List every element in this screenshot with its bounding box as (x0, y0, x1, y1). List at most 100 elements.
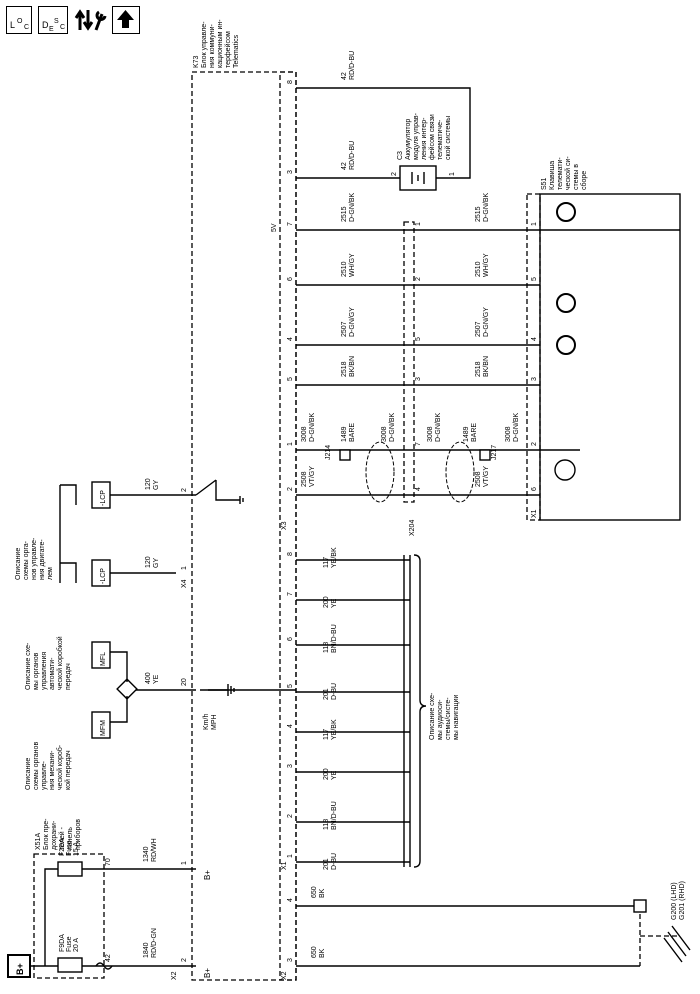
svg-text:RD/D-GN: RD/D-GN (151, 928, 158, 958)
svg-text:2510: 2510 (341, 261, 348, 277)
telematics-button-icon (556, 202, 576, 222)
lcp-box-2 (91, 559, 111, 587)
svg-text:120: 120 (145, 556, 152, 568)
svg-text:3008: 3008 (427, 426, 434, 442)
x1-pin-1: 1 (287, 854, 294, 858)
svg-text:15 A: 15 A (73, 842, 80, 856)
location-sub-label-2: C (24, 24, 30, 31)
x204-pin-7: 7 (415, 442, 422, 446)
wire-650-a-label: 650 BK (311, 946, 326, 958)
svg-text:1340: 1340 (143, 846, 150, 862)
x204-pin-1: 1 (415, 222, 422, 226)
x3-pin-7: 7 (287, 222, 294, 226)
onstar-button-icon (556, 293, 576, 313)
connector-x2r-label: X2 (281, 971, 288, 980)
svg-text:S51: S51 (541, 177, 548, 190)
engine-ref-label: Описание схемы орга- нов управле- ния дв… (15, 537, 54, 580)
bplus-pin-1: B+ (203, 968, 212, 978)
svg-text:YE: YE (331, 598, 338, 608)
svg-text:3008: 3008 (301, 426, 308, 442)
svg-text:3008: 3008 (505, 426, 512, 442)
svg-text:VT/GY: VT/GY (309, 466, 316, 487)
x3-pin-2: 2 (287, 487, 294, 491)
j217-label: J217 (491, 445, 498, 460)
svg-text:управле-: управле- (41, 760, 48, 790)
svg-text:телей -: телей - (58, 826, 66, 850)
x1-pin-2: 2 (287, 814, 294, 818)
svg-text:панель: панель (67, 827, 74, 850)
x204-pin-3: 3 (415, 377, 422, 381)
svg-text:BARE: BARE (349, 423, 356, 442)
svg-text:BN/D-BU: BN/D-BU (331, 624, 338, 653)
svg-text:модуля управ-: модуля управ- (413, 112, 420, 160)
svg-text:дохрани-: дохрани- (51, 820, 58, 850)
wire-650-b-label: 650 BK (311, 886, 326, 898)
svg-text:2507: 2507 (341, 321, 348, 337)
svg-text:BARE: BARE (471, 423, 478, 442)
wire-break-1 (95, 962, 113, 970)
description-button[interactable]: D E S C (38, 6, 68, 34)
svg-text:BK: BK (319, 888, 326, 898)
x51a-fuse-block-outline (33, 853, 105, 979)
mfl-label: MFL (100, 652, 107, 666)
wrench-arrows-icon[interactable] (74, 6, 108, 34)
speed-ground-icon (200, 684, 235, 696)
svg-text:D-BU: D-BU (331, 853, 338, 870)
svg-text:VT/GY: VT/GY (483, 466, 490, 487)
svg-text:1489: 1489 (463, 426, 470, 442)
connector-x3-label: X3 (281, 521, 288, 530)
svg-text:мы аудиоси-: мы аудиоси- (437, 699, 444, 740)
pin-5v: 5V (271, 223, 278, 232)
connector-x1-right-label: X1 (531, 509, 538, 518)
svg-text:ния механи-: ния механи- (49, 750, 56, 790)
location-button[interactable]: L O C (6, 6, 32, 34)
ground-g200-label: G200 (LHD) (671, 882, 678, 920)
svg-text:X51A: X51A (35, 833, 42, 850)
c3-pin-1: 1 (449, 172, 456, 176)
f9da-fuse (57, 957, 83, 973)
connector-x2-label: X2 (171, 971, 178, 980)
x3-pin-5: 5 (287, 377, 294, 381)
mph-label: MPH (211, 714, 218, 730)
svg-text:YE: YE (153, 674, 160, 684)
x3-pin-3: 3 (287, 170, 294, 174)
splice-diamond (116, 678, 138, 700)
svg-text:Описание: Описание (25, 758, 32, 790)
mfl-box (91, 641, 111, 669)
svg-text:телемати-: телемати- (557, 157, 564, 190)
svg-text:схемы орга-: схемы орга- (23, 540, 30, 580)
svg-text:ния коммуни-: ния коммуни- (209, 23, 216, 68)
svg-text:Аккумулятор: Аккумулятор (405, 119, 412, 160)
svg-text:нов управле-: нов управле- (31, 537, 38, 580)
description-sub-label: E (49, 26, 54, 33)
svg-text:Fuse: Fuse (66, 936, 73, 952)
svg-text:автомати-: автомати- (49, 657, 56, 690)
svg-text:F2DA: F2DA (59, 838, 66, 856)
svg-text:схемы органов: схемы органов (33, 742, 40, 790)
svg-text:терфейсом: терфейсом (224, 31, 232, 68)
svg-text:Блок управле-: Блок управле- (201, 21, 208, 68)
lcp-label-1: -LCP (100, 490, 107, 506)
j214-label: J214 (325, 445, 332, 460)
svg-text:управления: управления (41, 652, 48, 690)
svg-text:42: 42 (341, 72, 348, 80)
svg-text:мы навигации: мы навигации (453, 695, 460, 740)
svg-text:201: 201 (323, 688, 330, 700)
x51a-label: X51A Блок пре- дохрани- телей - панель п… (35, 818, 82, 850)
fuse-bus-wire (44, 868, 58, 966)
description-sub-label-2: S (54, 18, 59, 25)
svg-text:2518: 2518 (475, 361, 482, 377)
wire-1840-label: 1840 RD/D-GN (143, 928, 158, 958)
description-sub-label-3: C (60, 24, 66, 31)
k73-label: K73 Блок управле- ния коммуни- кационным… (193, 19, 240, 68)
lcp-label-2: -LCP (100, 568, 107, 584)
svg-text:118: 118 (323, 642, 330, 653)
up-arrow-icon[interactable] (112, 6, 140, 34)
svg-text:WH/GY: WH/GY (483, 253, 490, 277)
svg-text:Описание схе-: Описание схе- (25, 642, 32, 690)
svg-text:D-GN/BK: D-GN/BK (483, 193, 490, 223)
splice-j217 (479, 449, 491, 461)
x2r-pin-4: 4 (287, 898, 294, 902)
auto-trans-ref: Описание схе- мы органов управления авто… (25, 636, 72, 690)
kmh-label: Km/h (203, 714, 210, 730)
